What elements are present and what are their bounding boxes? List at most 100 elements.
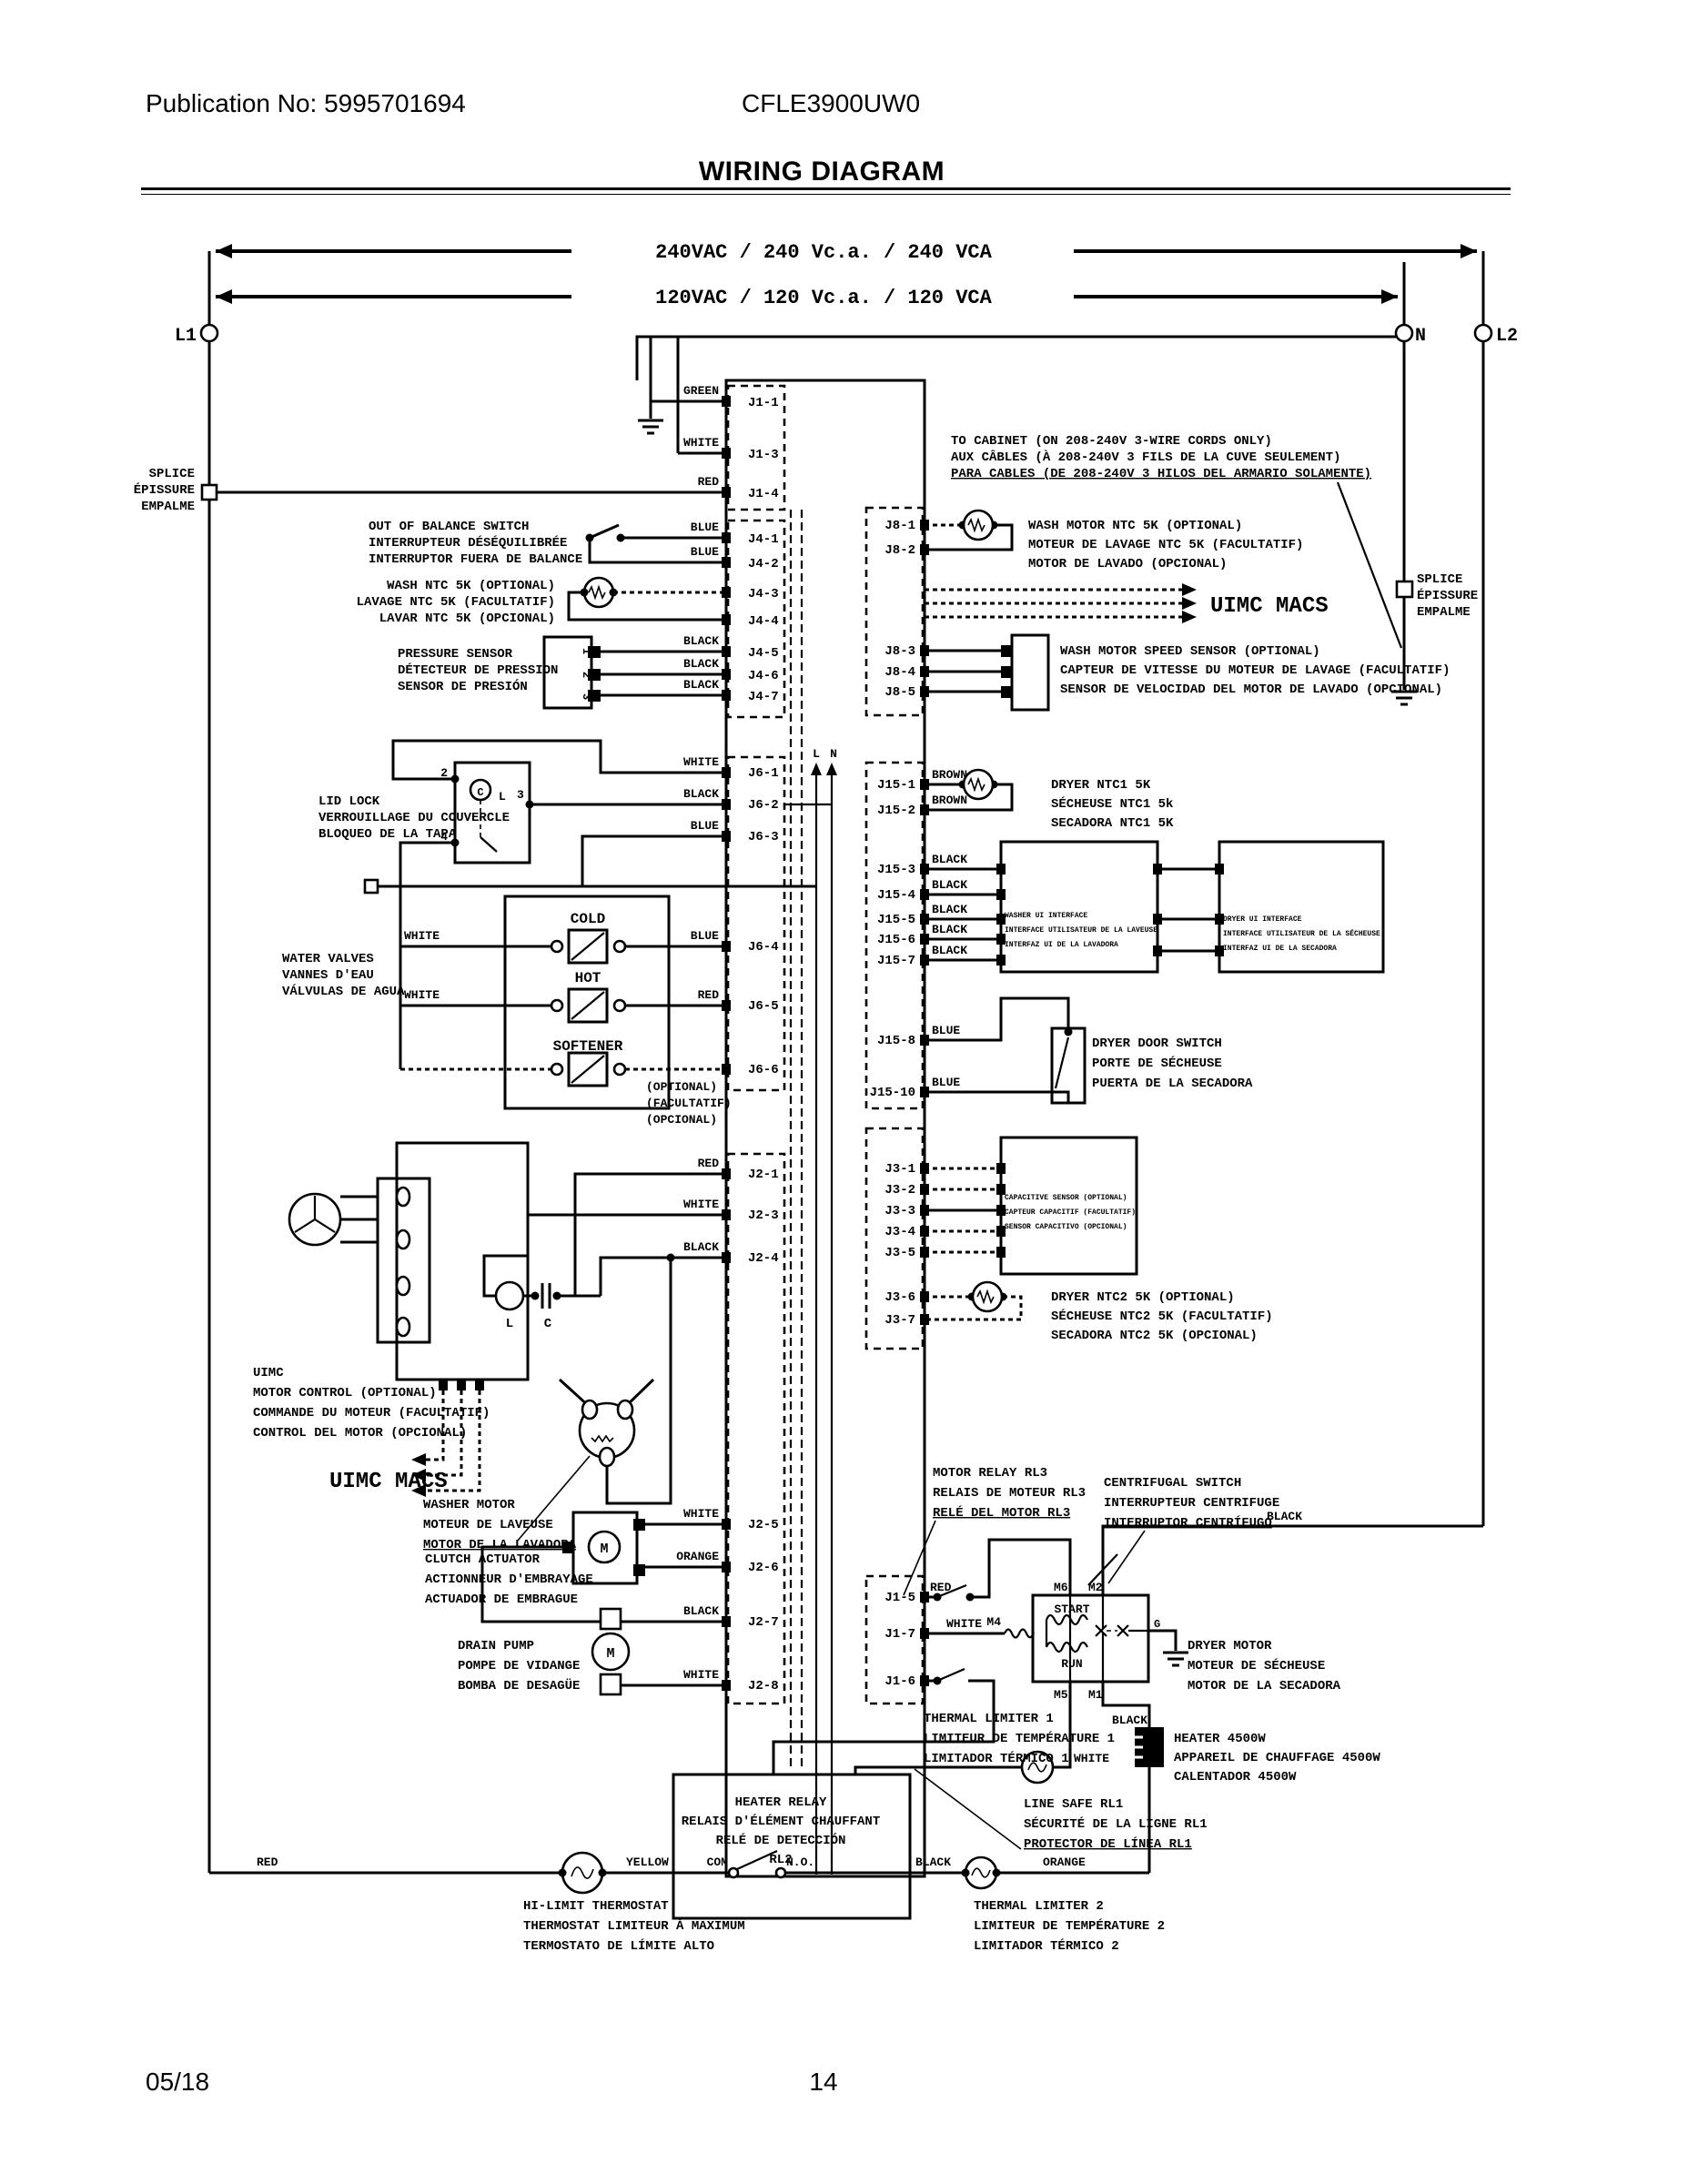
connector-pin bbox=[722, 587, 731, 598]
diagram-label: SENSOR DE PRESIÓN bbox=[398, 678, 528, 694]
diagram-label: CAPTEUR CAPACITIF (FACULTATIF) bbox=[1005, 1208, 1136, 1217]
diagram-label: RED bbox=[257, 1855, 278, 1869]
diagram-label: M5 bbox=[1054, 1688, 1068, 1702]
diagram-label: BLUE bbox=[691, 521, 719, 534]
diagram-label: BLACK bbox=[932, 853, 967, 866]
diagram-label: LIMITADOR TÉRMICO 1 bbox=[924, 1750, 1069, 1766]
diagram-label: RELÉ DE DETECCIÓN bbox=[716, 1832, 846, 1848]
diagram-label: ORANGE bbox=[1043, 1855, 1086, 1869]
diagram-label: J2-1 bbox=[748, 1168, 779, 1182]
diagram-label: BLACK bbox=[915, 1855, 951, 1869]
diagram-label: WASH NTC 5K (OPTIONAL) bbox=[387, 579, 555, 593]
diagram-label: WHITE bbox=[683, 436, 719, 450]
board-right-section bbox=[925, 509, 1385, 1321]
diagram-label: MOTEUR DE LAVAGE NTC 5K (FACULTATIF) bbox=[1028, 538, 1303, 552]
diagram-label: INTERFAZ UI DE LA SECADORA bbox=[1223, 945, 1337, 953]
dryer-section bbox=[772, 1520, 1483, 1873]
diagram-label: WHITE bbox=[683, 1668, 719, 1682]
diagram-label: BLUE bbox=[691, 545, 719, 559]
footer-page-number: 14 bbox=[809, 2068, 838, 2096]
diagram-label: SECADORA NTC1 5K bbox=[1051, 816, 1174, 831]
diagram-label: WHITE bbox=[683, 755, 719, 769]
diagram-label: PARA CABLES (DE 208-240V 3 HILOS DEL ARM… bbox=[951, 467, 1371, 481]
diagram-label: THERMOSTAT LIMITEUR À MAXIMUM bbox=[523, 1917, 745, 1934]
diagram-label: J8-1 bbox=[884, 519, 915, 533]
diagram-label: BLACK bbox=[1112, 1714, 1147, 1727]
diagram-label: LAVAGE NTC 5K (FACULTATIF) bbox=[357, 595, 555, 610]
diagram-label: J15-6 bbox=[877, 933, 915, 947]
diagram-label: RELAIS DE MOTEUR RL3 bbox=[933, 1486, 1086, 1501]
diagram-label: CAPACITIVE SENSOR (OPTIONAL) bbox=[1005, 1194, 1127, 1202]
connector-j1-dryer bbox=[864, 1574, 925, 1705]
diagram-label: L bbox=[506, 1317, 513, 1331]
diagram-label: C bbox=[544, 1317, 552, 1331]
diagram-label: CALENTADOR 4500W bbox=[1174, 1770, 1297, 1785]
diagram-label: WATER VALVES bbox=[282, 952, 374, 966]
diagram-label: LIMITEUR DE TEMPÉRATURE 1 bbox=[924, 1730, 1115, 1746]
diagram-label: APPAREIL DE CHAUFFAGE 4500W bbox=[1174, 1751, 1380, 1765]
diagram-label: BLACK bbox=[932, 878, 967, 892]
diagram-label: WHITE bbox=[683, 1507, 719, 1521]
diagram-label: MOTOR RELAY RL3 bbox=[933, 1466, 1047, 1481]
diagram-label: M4 bbox=[986, 1615, 1001, 1629]
diagram-label: L2 bbox=[1496, 326, 1518, 347]
diagram-label: GREEN bbox=[683, 384, 719, 398]
diagram-label: UIMC MACS bbox=[329, 1470, 448, 1494]
diagram-label: WASH MOTOR SPEED SENSOR (OPTIONAL) bbox=[1060, 644, 1320, 659]
diagram-label: J6-1 bbox=[748, 766, 779, 781]
diagram-label: INTERRUPTOR CENTRÍFUGO bbox=[1104, 1514, 1272, 1531]
diagram-label: BLUE bbox=[932, 1076, 960, 1089]
diagram-label: L bbox=[813, 747, 820, 761]
diagram-label: J15-2 bbox=[877, 804, 915, 818]
diagram-label: MOTOR DE LAVADO (OPCIONAL) bbox=[1028, 557, 1227, 571]
diagram-label: BLUE bbox=[691, 819, 719, 833]
diagram-label: BLOQUEO DE LA TAPA bbox=[318, 827, 457, 842]
diagram-label: DRYER NTC2 5K (OPTIONAL) bbox=[1051, 1290, 1235, 1305]
diagram-label: RL2 bbox=[769, 1853, 792, 1867]
diagram-label: J15-10 bbox=[870, 1086, 915, 1100]
diagram-label: DRYER UI INTERFACE bbox=[1223, 915, 1302, 924]
diagram-label: DRAIN PUMP bbox=[458, 1639, 534, 1653]
diagram-label: J6-3 bbox=[748, 830, 779, 844]
diagram-label: MOTEUR DE SÉCHEUSE bbox=[1188, 1657, 1325, 1673]
page-title: WIRING DIAGRAM bbox=[698, 157, 945, 187]
diagram-label: BLACK bbox=[932, 923, 967, 936]
diagram-label: SENSOR CAPACITIVO (OPCIONAL) bbox=[1005, 1223, 1127, 1231]
diagram-label: COLD bbox=[571, 911, 605, 927]
diagram-label: DRYER NTC1 5K bbox=[1051, 778, 1151, 793]
diagram-label: SENSOR DE VELOCIDAD DEL MOTOR DE LAVADO … bbox=[1060, 682, 1442, 697]
diagram-label: L1 bbox=[175, 326, 197, 347]
diagram-label: INTERRUPTEUR DÉSÉQUILIBRÉE bbox=[369, 534, 567, 551]
diagram-label: RELAIS D'ÉLÉMENT CHAUFFANT bbox=[682, 1813, 880, 1829]
diagram-label: 4 bbox=[440, 830, 448, 844]
diagram-label: J4-5 bbox=[748, 646, 779, 661]
diagram-label: J4-2 bbox=[748, 557, 779, 571]
diagram-label: LID LOCK bbox=[318, 794, 380, 809]
diagram-label: VANNES D'EAU bbox=[282, 968, 374, 983]
power-rails bbox=[199, 244, 1493, 1873]
diagram-label: 2 bbox=[580, 672, 592, 678]
diagram-label: BLACK bbox=[932, 903, 967, 916]
diagram-label: SÉCURITÉ DE LA LIGNE RL1 bbox=[1024, 1815, 1208, 1832]
diagram-label: RED bbox=[698, 988, 720, 1002]
diagram-label: SPLICE bbox=[1417, 572, 1462, 587]
diagram-label: PUERTA DE LA SECADORA bbox=[1092, 1077, 1253, 1091]
diagram-label: CONTROL DEL MOTOR (OPCIONAL) bbox=[253, 1426, 467, 1441]
diagram-label: G bbox=[1154, 1618, 1160, 1631]
diagram-label: L bbox=[499, 790, 506, 804]
diagram-label: RUN bbox=[1061, 1657, 1082, 1671]
washer-section bbox=[200, 337, 832, 1696]
diagram-label: MOTOR CONTROL (OPTIONAL) bbox=[253, 1386, 437, 1400]
diagram-label: J3-7 bbox=[884, 1313, 915, 1328]
diagram-label: COMMANDE DU MOTEUR (FACULTATIF) bbox=[253, 1406, 490, 1421]
diagram-label: (OPTIONAL) bbox=[646, 1080, 717, 1094]
diagram-label: J1-1 bbox=[748, 396, 779, 410]
diagram-label: J1-7 bbox=[884, 1627, 915, 1642]
diagram-label: M2 bbox=[1088, 1581, 1103, 1594]
diagram-label: J2-7 bbox=[748, 1615, 779, 1630]
diagram-label: PROTECTOR DE LÍNEA RL1 bbox=[1024, 1835, 1192, 1852]
diagram-label: WASHER MOTOR bbox=[423, 1498, 515, 1512]
diagram-label: J6-5 bbox=[748, 999, 779, 1014]
